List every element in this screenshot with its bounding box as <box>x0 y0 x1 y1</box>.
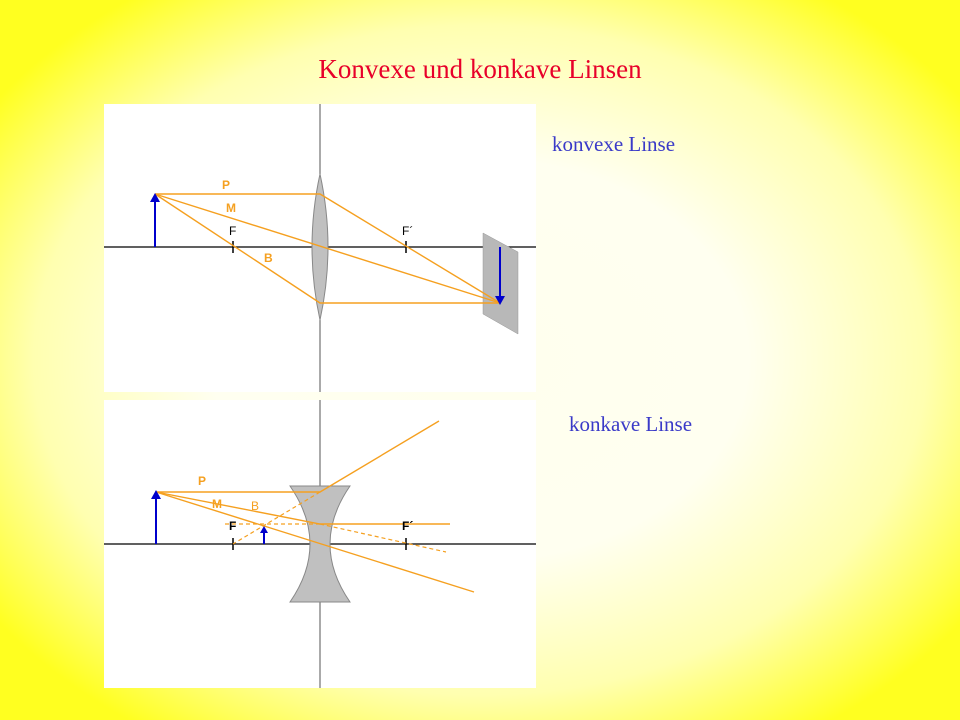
ray-label-m: M <box>212 497 222 511</box>
ray-label-p: P <box>222 178 230 192</box>
ray-label-b: B <box>264 251 273 265</box>
ray-p-virtual <box>232 491 321 545</box>
ray-p <box>155 193 501 304</box>
convex-lens-diagram: P M B F F´ <box>104 104 536 392</box>
ray-m <box>155 491 475 593</box>
ray-label-p: P <box>198 474 206 488</box>
focus-label-f-prime: F´ <box>402 224 413 238</box>
focus-label-f: F <box>229 519 236 533</box>
object-arrow-head <box>150 193 160 202</box>
image-arrow-head <box>260 526 268 533</box>
convex-lens-svg: P M B F F´ <box>104 104 536 392</box>
concave-lens-diagram: P M B F F´ <box>104 400 536 688</box>
image-arrow-head <box>495 296 505 305</box>
ray-label-m: M <box>226 201 236 215</box>
convex-lens-caption: konvexe Linse <box>552 132 676 156</box>
object-arrow-head <box>151 490 161 499</box>
ray-m <box>154 193 501 304</box>
ray-b <box>154 193 500 304</box>
ray-b-virtual <box>319 523 447 553</box>
concave-lens-caption: konkave Linse <box>569 412 693 436</box>
concave-lens-svg: P M B F F´ <box>104 400 536 688</box>
focus-label-f-prime: F´ <box>402 519 413 533</box>
convex-lens <box>311 173 329 321</box>
focus-label-f: F <box>229 224 236 238</box>
ray-label-b: B <box>251 499 259 513</box>
slide-title: Konvexe und konkave Linsen <box>318 54 642 84</box>
